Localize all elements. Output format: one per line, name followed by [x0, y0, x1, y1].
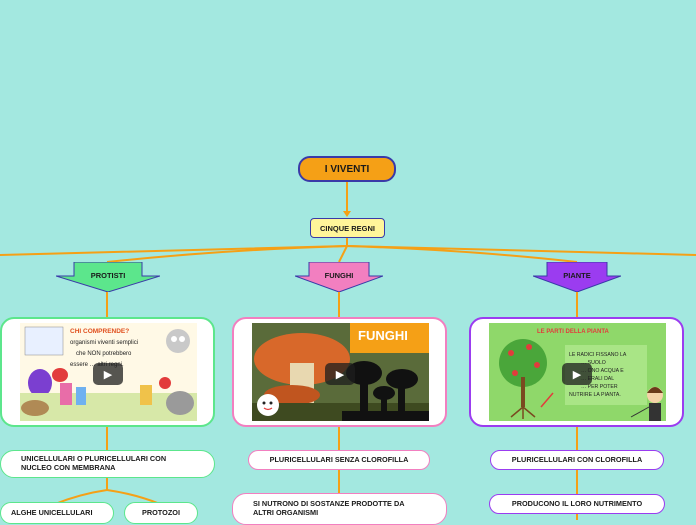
root-node[interactable]: I VIVENTI — [298, 156, 396, 182]
piante-node[interactable]: PIANTE — [533, 262, 621, 292]
protisti-desc-node[interactable]: UNICELLULARI O PLURICELLULARI CON NUCLEO… — [0, 450, 215, 478]
piante-video-thumbnail[interactable]: LE PARTI DELLA PIANTA LE RADICI FISSANO … — [489, 323, 666, 421]
funghi-label: FUNGHI — [324, 271, 354, 280]
funghi-play-button[interactable]: ▶ — [325, 363, 355, 385]
alghe-text: ALGHE UNICELLULARI — [11, 507, 93, 517]
protisti-play-button[interactable]: ▶ — [93, 363, 123, 385]
protisti-video-thumbnail[interactable]: CHI COMPRENDE? organismi viventi semplic… — [20, 323, 197, 421]
piante-thumb-t4: … ERALI DAL — [581, 376, 615, 382]
funghi-illustration — [252, 323, 429, 421]
funghi-desc2-text: SI NUTRONO DI SOSTANZE PRODOTTE DA ALTRI… — [253, 499, 405, 517]
piante-video-card[interactable]: LE PARTI DELLA PIANTA LE RADICI FISSANO … — [469, 317, 684, 427]
piante-arrow-shape — [533, 262, 621, 292]
funghi-desc-node[interactable]: PLURICELLULARI SENZA CLOROFILLA — [248, 450, 430, 470]
piante-desc-node[interactable]: PLURICELLULARI CON CLOROFILLA — [490, 450, 664, 470]
piante-thumb-t6: NUTRIRE LA PIANTA. — [569, 392, 621, 398]
cinque-regni-node[interactable]: CINQUE REGNI — [310, 218, 385, 238]
protisti-desc-text: UNICELLULARI O PLURICELLULARI CON NUCLEO… — [21, 454, 167, 472]
funghi-video-thumbnail[interactable]: FUNGHI ▶ — [252, 323, 429, 421]
protisti-arrow-shape — [56, 262, 160, 292]
funghi-desc2-node[interactable]: SI NUTRONO DI SOSTANZE PRODOTTE DA ALTRI… — [232, 493, 447, 525]
funghi-node[interactable]: FUNGHI — [295, 262, 383, 292]
funghi-video-card[interactable]: FUNGHI ▶ — [232, 317, 447, 427]
play-icon: ▶ — [103, 368, 113, 381]
piante-label: PIANTE — [563, 271, 591, 280]
piante-thumb-t5: … PER POTER — [581, 384, 618, 390]
protisti-node[interactable]: PROTISTI — [56, 262, 160, 292]
protisti-video-card[interactable]: CHI COMPRENDE? organismi viventi semplic… — [0, 317, 215, 427]
piante-desc2-text: PRODUCONO IL LORO NUTRIMENTO — [511, 498, 643, 508]
funghi-desc-text: PLURICELLULARI SENZA CLOROFILLA — [269, 454, 409, 464]
root-title: I VIVENTI — [324, 163, 370, 175]
piante-thumb-t2: … SUOLO — [581, 360, 606, 366]
piante-thumb-heading: LE PARTI DELLA PIANTA — [537, 329, 609, 335]
protisti-illustration — [20, 323, 197, 421]
play-icon: ▶ — [335, 368, 345, 381]
piante-thumb-t3: … ONO ACQUA E — [581, 368, 624, 374]
protisti-label: PROTISTI — [90, 271, 126, 280]
alghe-node[interactable]: ALGHE UNICELLULARI — [0, 502, 114, 524]
funghi-arrow-shape — [295, 262, 383, 292]
protisti-thumb-line2: che NON potrebbero — [76, 351, 132, 357]
piante-thumb-t1: LE RADICI FISSANO LA — [569, 352, 627, 358]
play-icon: ▶ — [572, 368, 582, 381]
piante-play-button[interactable]: ▶ — [562, 363, 592, 385]
protozoi-node[interactable]: PROTOZOI — [124, 502, 198, 524]
piante-desc-text: PLURICELLULARI CON CLOROFILLA — [511, 454, 643, 464]
protisti-thumb-heading: CHI COMPRENDE? — [70, 328, 130, 335]
protisti-thumb-line1: organismi viventi semplici — [70, 340, 139, 346]
funghi-thumb-heading: FUNGHI — [358, 328, 408, 343]
protozoi-text: PROTOZOI — [142, 507, 180, 517]
cinque-regni-label: CINQUE REGNI — [319, 223, 375, 233]
piante-desc2-node[interactable]: PRODUCONO IL LORO NUTRIMENTO — [489, 494, 665, 514]
